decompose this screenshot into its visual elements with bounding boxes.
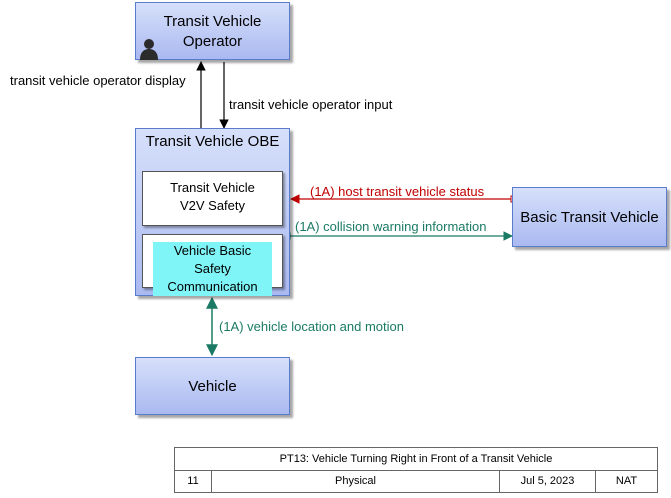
transit-vehicle-obe-node[interactable]: Transit Vehicle OBE Transit Vehicle V2V … — [135, 128, 290, 296]
operator-label: Transit Vehicle Operator — [163, 13, 262, 50]
transit-vehicle-operator-node[interactable]: Transit Vehicle Operator — [135, 2, 290, 60]
vbsc-label: Vehicle Basic Safety Communication — [153, 242, 272, 296]
operator-input-label: transit vehicle operator input — [229, 97, 393, 112]
legend-table: PT13: Vehicle Turning Right in Front of … — [174, 447, 658, 493]
legend-number: 11 — [175, 471, 212, 492]
collision-warning-label: (1A) collision warning information — [295, 219, 487, 234]
vehicle-basic-safety-communication-node[interactable]: Vehicle Basic Safety Communication — [142, 234, 283, 296]
host-status-label: (1A) host transit vehicle status — [310, 184, 485, 199]
operator-display-label: transit vehicle operator display — [10, 73, 186, 88]
location-motion-label: (1A) vehicle location and motion — [219, 319, 404, 334]
transit-vehicle-v2v-safety-node[interactable]: Transit Vehicle V2V Safety — [142, 171, 283, 226]
legend-date: Jul 5, 2023 — [500, 471, 596, 492]
vehicle-node[interactable]: Vehicle — [135, 357, 290, 415]
basic-transit-vehicle-label: Basic Transit Vehicle — [520, 209, 659, 226]
person-icon — [139, 38, 159, 60]
obe-label: Transit Vehicle OBE — [145, 133, 280, 150]
legend-view: Physical — [212, 471, 500, 492]
v2v-safety-label: Transit Vehicle V2V Safety — [170, 180, 255, 213]
basic-transit-vehicle-node[interactable]: Basic Transit Vehicle — [512, 187, 667, 247]
legend-title: PT13: Vehicle Turning Right in Front of … — [175, 448, 657, 471]
legend-org: NAT — [615, 475, 638, 487]
vehicle-label: Vehicle — [188, 378, 237, 395]
